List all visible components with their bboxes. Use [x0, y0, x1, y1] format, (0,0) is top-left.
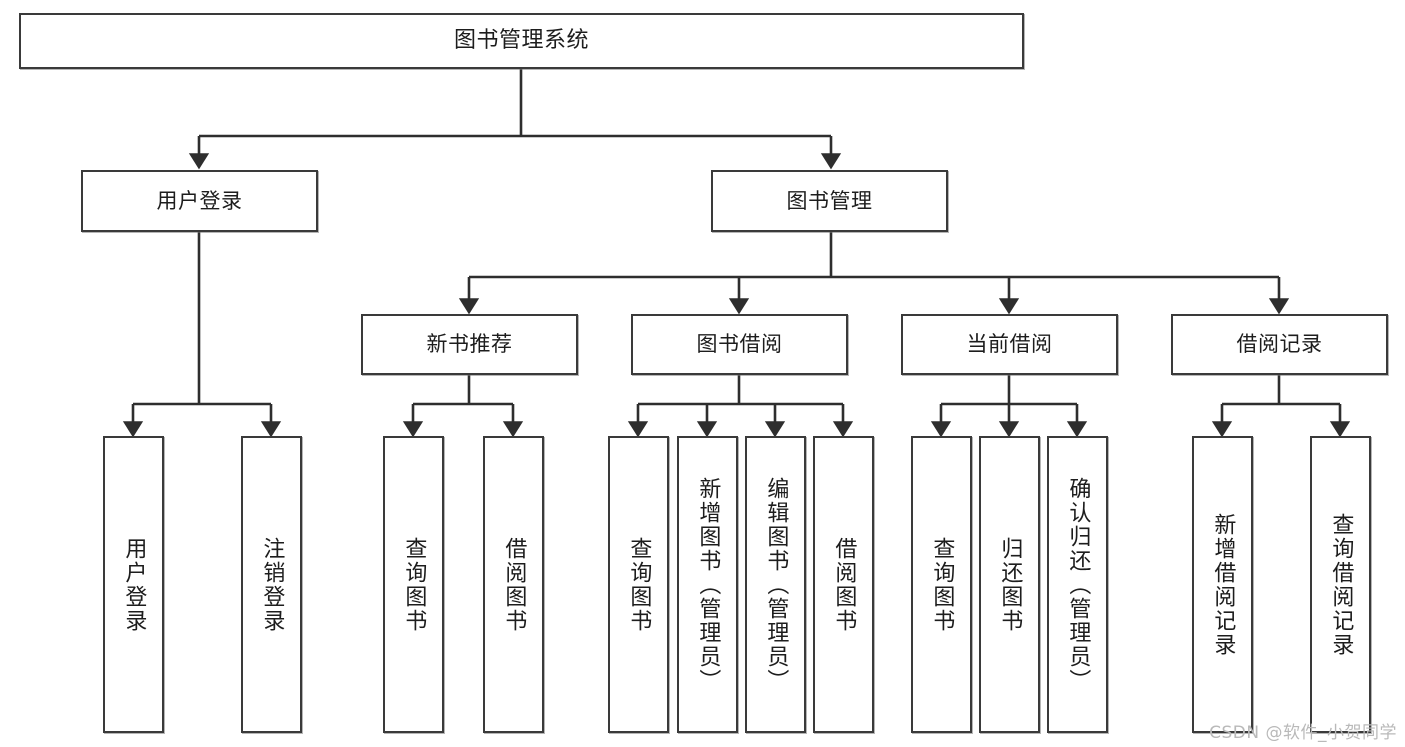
node-label: 编辑图书（管理员）	[763, 476, 789, 693]
node-leaf-query-book-recommend[interactable]: 查询图书	[383, 436, 444, 733]
node-user-login-module[interactable]: 用户登录	[81, 170, 318, 232]
node-label: 归还图书	[997, 536, 1023, 633]
node-label: 查询图书	[626, 536, 652, 633]
node-label: 借阅记录	[1236, 332, 1323, 357]
node-root-system[interactable]: 图书管理系统	[19, 13, 1024, 69]
node-leaf-user-login[interactable]: 用户登录	[103, 436, 164, 733]
node-leaf-add-book-admin[interactable]: 新增图书（管理员）	[677, 436, 738, 733]
node-label: 图书管理	[786, 188, 873, 213]
node-label: 借阅图书	[501, 536, 527, 633]
node-label: 确认归还（管理员）	[1065, 476, 1091, 693]
node-label: 新增图书（管理员）	[695, 476, 721, 693]
node-label: 用户登录	[156, 188, 243, 213]
node-leaf-add-borrow-record[interactable]: 新增借阅记录	[1192, 436, 1253, 733]
node-label: 用户登录	[121, 536, 147, 633]
node-label: 查询图书	[401, 536, 427, 633]
node-leaf-user-logout[interactable]: 注销登录	[241, 436, 302, 733]
node-leaf-borrow-book-recommend[interactable]: 借阅图书	[483, 436, 544, 733]
node-leaf-query-borrow-record[interactable]: 查询借阅记录	[1310, 436, 1371, 733]
node-label: 注销登录	[259, 536, 285, 633]
node-leaf-borrow-book[interactable]: 借阅图书	[813, 436, 874, 733]
node-label: 查询借阅记录	[1328, 512, 1354, 657]
node-label: 图书管理系统	[453, 28, 589, 54]
node-label: 新增借阅记录	[1210, 512, 1236, 657]
node-book-management-module[interactable]: 图书管理	[711, 170, 948, 232]
node-book-borrowing[interactable]: 图书借阅	[631, 314, 848, 375]
watermark-text: CSDN @软件_小贺同学	[1209, 723, 1397, 743]
node-label: 查询图书	[929, 536, 955, 633]
node-leaf-query-book-borrow[interactable]: 查询图书	[608, 436, 669, 733]
node-label: 图书借阅	[696, 332, 783, 357]
node-leaf-query-book-current[interactable]: 查询图书	[911, 436, 972, 733]
node-borrowing-records[interactable]: 借阅记录	[1171, 314, 1388, 375]
node-leaf-confirm-return-admin[interactable]: 确认归还（管理员）	[1047, 436, 1108, 733]
node-label: 新书推荐	[426, 332, 513, 357]
node-new-book-recommendation[interactable]: 新书推荐	[361, 314, 578, 375]
node-leaf-edit-book-admin[interactable]: 编辑图书（管理员）	[745, 436, 806, 733]
node-current-borrowing[interactable]: 当前借阅	[901, 314, 1118, 375]
node-label: 当前借阅	[966, 332, 1053, 357]
node-label: 借阅图书	[831, 536, 857, 633]
node-leaf-return-book[interactable]: 归还图书	[979, 436, 1040, 733]
